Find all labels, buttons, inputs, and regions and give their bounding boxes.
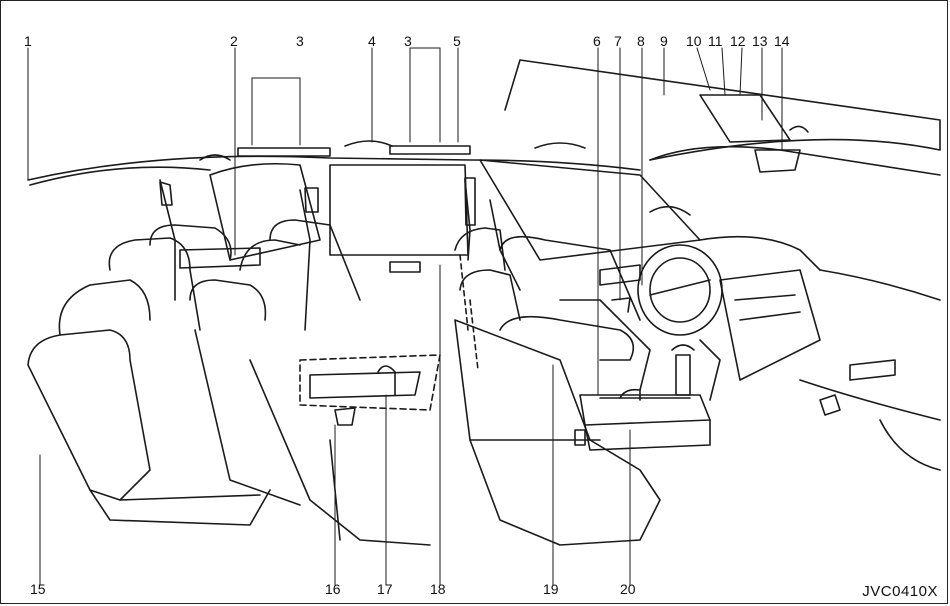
door-trim [179,247,641,286]
callout-3a: 3 [296,33,304,49]
callout-16: 16 [325,581,341,597]
callout-5: 5 [453,33,461,49]
callout-20: 20 [620,581,636,597]
callout-7: 7 [614,33,622,49]
front-seats [454,227,661,546]
leader-lines [27,47,783,586]
callout-8: 8 [637,33,645,49]
callout-6: 6 [593,33,601,49]
callout-14: 14 [774,33,790,49]
callout-12: 12 [730,33,746,49]
center-console [574,344,711,451]
ceiling-fixtures [199,94,809,216]
callout-18: 18 [430,581,446,597]
callout-10: 10 [686,33,702,49]
callout-1: 1 [24,33,32,49]
side-windows [209,159,701,261]
callout-4: 4 [368,33,376,49]
callout-2: 2 [230,33,238,49]
figure-code: JVC0410X [862,583,938,600]
callout-17: 17 [377,581,393,597]
callout-13: 13 [752,33,768,49]
rear-seat [27,219,431,546]
rear-armrest [299,354,441,426]
callout-11: 11 [708,33,723,49]
callout-3b: 3 [404,33,412,49]
callout-15: 15 [30,581,46,597]
callout-19: 19 [543,581,559,597]
callout-9: 9 [660,33,668,49]
dashboard [611,235,941,471]
